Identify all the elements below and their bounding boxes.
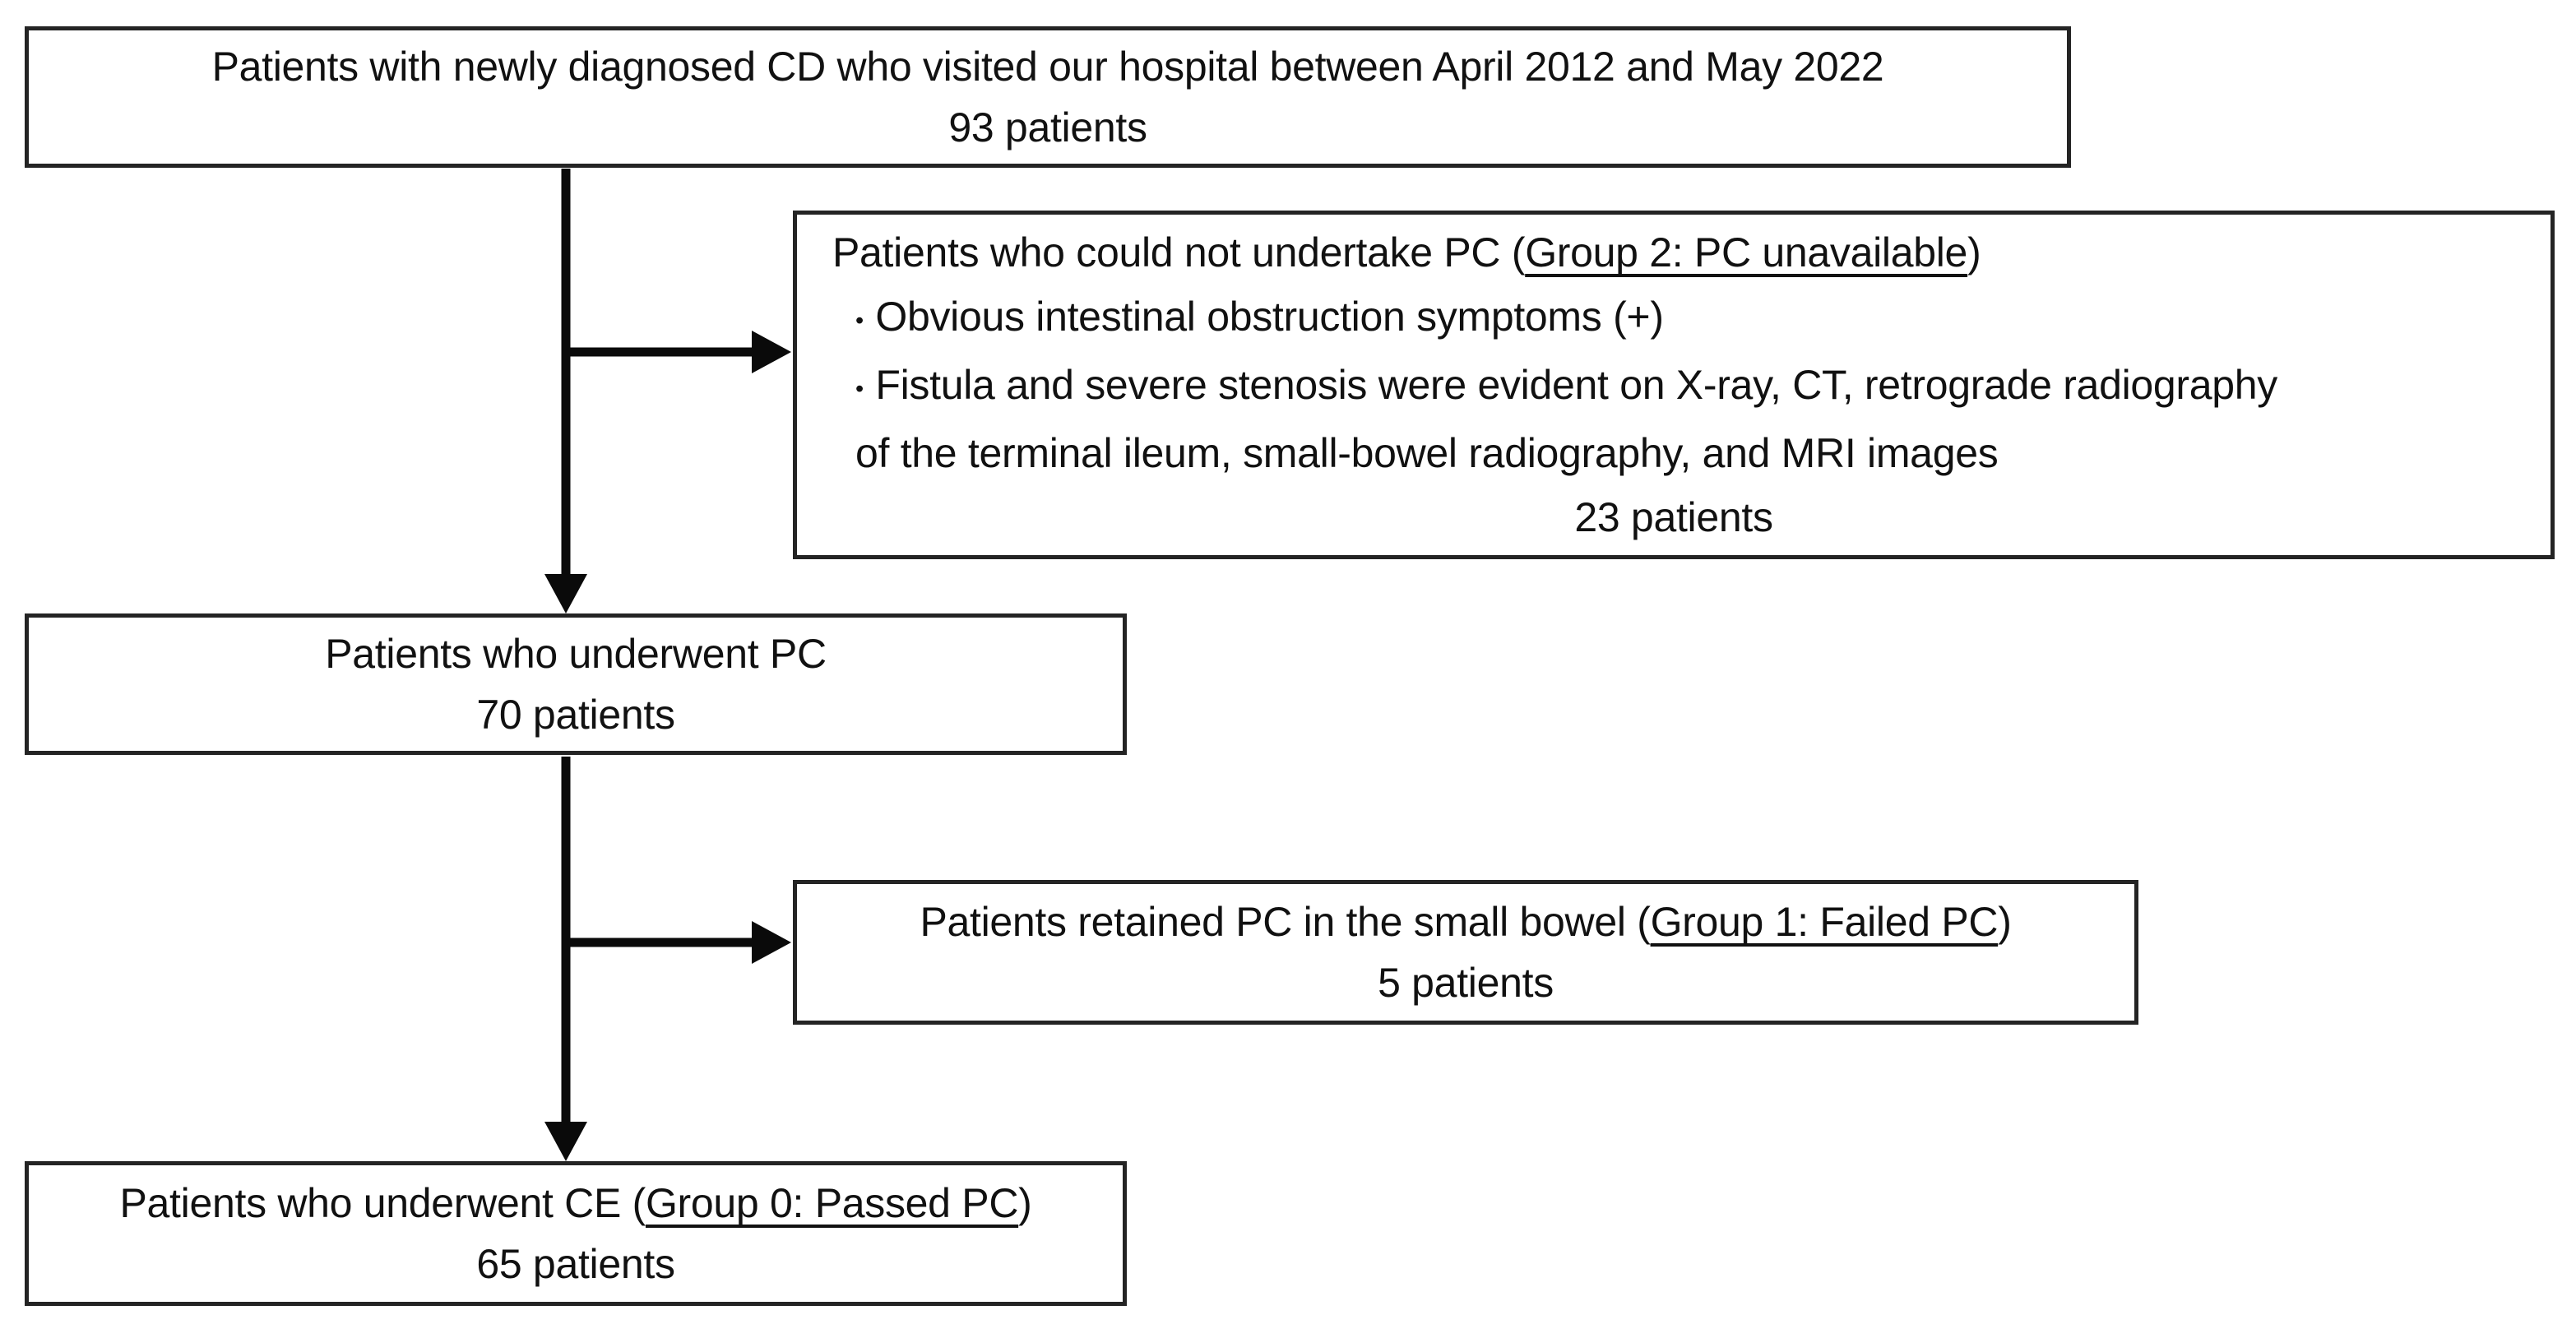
bullet-icon: • <box>855 308 864 334</box>
arrow-branch-to-group1 <box>562 921 791 964</box>
group2-bullet-2-text: Fistula and severe stenosis were evident… <box>875 362 2277 408</box>
group2-title-underlined: Group 2: PC unavailable <box>1525 229 1968 276</box>
group2-title: Patients who could not undertake PC (Gro… <box>832 220 2551 285</box>
arrow-pc-to-ce <box>544 757 587 1161</box>
group1-count: 5 patients <box>1378 960 1554 1006</box>
box-underwent-pc: Patients who underwent PC 70 patients <box>25 613 1127 755</box>
pc-count: 70 patients <box>476 692 675 738</box>
box-group0-passed-pc: Patients who underwent CE (Group 0: Pass… <box>25 1161 1127 1306</box>
group2-bullet-2-continuation: of the terminal ileum, small-bowel radio… <box>855 429 1999 476</box>
group1-title: Patients retained PC in the small bowel … <box>797 891 2134 952</box>
group1-title-underlined: Group 1: Failed PC <box>1650 899 1999 945</box>
box-enrolled-patients: Patients with newly diagnosed CD who vis… <box>25 26 2071 168</box>
group1-title-post: ) <box>1998 899 2012 945</box>
group2-title-pre: Patients who could not undertake PC ( <box>832 229 1526 276</box>
group0-title-post: ) <box>1018 1180 1032 1226</box>
pc-text: Patients who underwent PC <box>325 631 827 677</box>
arrow-branch-to-group2 <box>562 331 791 373</box>
group2-bullet-2: • Fistula and severe stenosis were eviden… <box>855 353 2551 421</box>
bullet-icon: • <box>855 375 864 402</box>
arrow-enrolled-to-pc <box>544 169 587 613</box>
group2-bullet-1: • Obvious intestinal obstruction symptoms… <box>855 285 2551 353</box>
box-group1-failed-pc: Patients retained PC in the small bowel … <box>793 880 2138 1025</box>
group0-title-underlined: Group 0: Passed PC <box>645 1180 1019 1226</box>
box-group2-pc-unavailable: Patients who could not undertake PC (Gro… <box>793 211 2555 559</box>
group1-title-pre: Patients retained PC in the small bowel … <box>920 899 1651 945</box>
group2-bullet-1-text: Obvious intestinal obstruction symptoms … <box>875 294 1664 340</box>
group0-title-pre: Patients who underwent CE ( <box>119 1180 646 1226</box>
group0-count: 65 patients <box>476 1241 675 1287</box>
enrolled-text: Patients with newly diagnosed CD who vis… <box>211 44 1884 90</box>
enrolled-count: 93 patients <box>948 104 1147 150</box>
group0-title: Patients who underwent CE (Group 0: Pass… <box>29 1173 1123 1234</box>
group2-title-post: ) <box>1967 229 1981 276</box>
group2-count: 23 patients <box>1574 493 1773 540</box>
